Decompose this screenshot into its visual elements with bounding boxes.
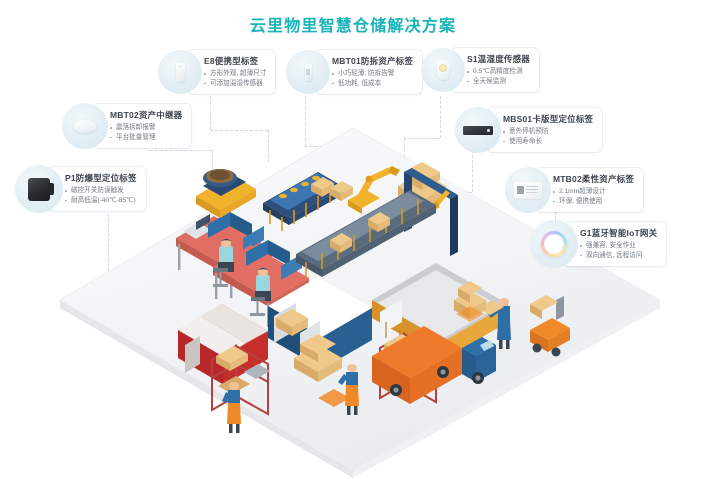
callout-p1[interactable]: P1防爆型定位标签 磁控开关防误触发 耐高低温(-40℃-85℃) (15, 165, 146, 213)
callout-mbt01[interactable]: MBT01防拆资产标签 小巧轻薄; 防拆告警 低功耗, 低成本 (286, 50, 423, 94)
bullet: 震落拆卸报警 (110, 123, 182, 133)
flexible-asset-label-icon (505, 167, 551, 213)
asset-repeater-icon (62, 103, 108, 149)
callout-e8-panel: E8便携型标签 方形外观, 超薄尺寸 可添加温湿传感器 (188, 50, 276, 94)
gateway-glyph (541, 231, 567, 257)
callout-mtb02-panel: MTB02柔性资产标签 2.1mm超薄设计 环保, 便携使用 (537, 168, 644, 212)
callout-s1-bullets: 0.5℃高精度检测 全天候监测 (467, 67, 530, 86)
leader-mbt02-h (150, 150, 212, 151)
callout-g1-bullets: 强兼容, 安全作业 双向通信, 远程访问 (580, 241, 657, 260)
temp-humidity-sensor-icon (421, 48, 465, 92)
sensor-glyph (436, 60, 450, 80)
callout-s1[interactable]: S1温湿度传感器 0.5℃高精度检测 全天候监测 (421, 48, 539, 92)
callout-mbt01-title: MBT01防拆资产标签 (332, 56, 414, 66)
control-room (176, 212, 309, 327)
leader-e8-b (268, 130, 269, 162)
loose-pallets-mid (311, 177, 353, 201)
callout-p1-panel: P1防爆型定位标签 磁控开关防误触发 耐高低温(-40℃-85℃) (49, 167, 146, 211)
callout-mtb02[interactable]: MTB02柔性资产标签 2.1mm超薄设计 环保, 便携使用 (505, 167, 644, 213)
repeater-glyph (74, 119, 96, 133)
floor-markers (318, 306, 484, 407)
pallet-center (276, 309, 342, 382)
callout-g1-title: G1蓝牙智能IoT网关 (580, 228, 658, 238)
operator-1 (213, 238, 234, 287)
bullet: 低功耗, 低成本 (332, 79, 413, 89)
callout-mbt02[interactable]: MBT02资产中继器 震落拆卸报警 平台批量管理 (62, 103, 192, 149)
bullet: 双向通信, 远程访问 (580, 251, 657, 261)
tag-glyph (28, 177, 54, 201)
card-locator-tag-icon (455, 107, 501, 153)
anti-tamper-tag-icon (286, 50, 330, 94)
operator-2 (250, 267, 271, 316)
callout-p1-title: P1防爆型定位标签 (65, 173, 137, 183)
callout-e8-bullets: 方形外观, 超薄尺寸 可添加温湿传感器 (204, 69, 266, 88)
callout-s1-title: S1温湿度传感器 (467, 54, 530, 64)
callout-p1-bullets: 磁控开关防误触发 耐高低温(-40℃-85℃) (65, 186, 137, 205)
card-glyph (463, 125, 493, 135)
leader-e8 (210, 96, 211, 130)
portable-tag-icon (158, 50, 202, 94)
callout-mbt01-bullets: 小巧轻薄; 防拆告警 低功耗, 低成本 (332, 69, 413, 88)
bullet: 2.1mm超薄设计 (553, 187, 634, 197)
bullet: 0.5℃高精度检测 (467, 67, 530, 77)
tag-glyph (304, 63, 312, 81)
leader-s1-h (404, 138, 440, 139)
bullet: 可添加温湿传感器 (204, 79, 266, 89)
callout-mbt01-panel: MBT01防拆资产标签 小巧轻薄; 防拆告警 低功耗, 低成本 (316, 50, 423, 94)
leader-mbt02-v (212, 150, 213, 176)
leader-e8-h (210, 130, 268, 131)
callout-s1-panel: S1温湿度传感器 0.5℃高精度检测 全天候监测 (451, 48, 539, 92)
page-title: 云里物里智慧仓储解决方案 (249, 18, 457, 35)
leader-mbt01 (305, 96, 306, 146)
callout-e8-title: E8便携型标签 (204, 56, 259, 66)
bullet: 强兼容, 安全作业 (580, 241, 657, 251)
leader-s1 (440, 96, 441, 138)
callout-mbt02-bullets: 震落拆卸报警 平台批量管理 (110, 123, 182, 142)
callout-mtb02-bullets: 2.1mm超薄设计 环保, 便携使用 (553, 187, 634, 206)
forklift (530, 295, 570, 357)
conveyor-lower (296, 190, 436, 278)
callout-mbt02-title: MBT02资产中继器 (110, 110, 183, 120)
bullet: 平台批量管理 (110, 133, 182, 143)
callout-g1-panel: G1蓝牙智能IoT网关 强兼容, 安全作业 双向通信, 远程访问 (564, 222, 667, 266)
callout-mbs01-panel: MBS01卡版型定位标签 意外停机预防 使用寿命长 (487, 108, 603, 152)
bullet: 方形外观, 超薄尺寸 (204, 69, 266, 79)
bullet: 耐高低温(-40℃-85℃) (65, 196, 137, 206)
callout-g1[interactable]: G1蓝牙智能IoT网关 强兼容, 安全作业 双向通信, 远程访问 (530, 220, 667, 268)
bullet: 意外停机预防 (503, 127, 593, 137)
callout-mbs01[interactable]: MBS01卡版型定位标签 意外停机预防 使用寿命长 (455, 107, 603, 153)
bullet: 环保, 便携使用 (553, 197, 634, 207)
callout-mbs01-bullets: 意外停机预防 使用寿命长 (503, 127, 593, 146)
bullet: 小巧轻薄; 防拆告警 (332, 69, 413, 79)
label-glyph (514, 181, 542, 199)
bullet: 磁控开关防误触发 (65, 186, 137, 196)
callout-mtb02-title: MTB02柔性资产标签 (553, 174, 635, 184)
tag-glyph (175, 62, 185, 82)
bullet: 全天候监测 (467, 77, 530, 87)
cnc-machine (196, 169, 256, 218)
crates-foreground (454, 281, 486, 319)
worker-center (338, 364, 359, 415)
explosion-proof-tag-icon (15, 165, 63, 213)
bullet: 使用寿命长 (503, 137, 593, 147)
worker-right (478, 298, 511, 349)
bluetooth-gateway-icon (530, 220, 578, 268)
leader-s1-b (404, 138, 405, 168)
callout-mbs01-title: MBS01卡版型定位标签 (503, 114, 594, 124)
robot-arm-left (348, 166, 400, 214)
leader-mbs01-v (472, 150, 473, 192)
callout-mbt02-panel: MBT02资产中继器 震落拆卸报警 平台批量管理 (94, 104, 192, 148)
delivery-truck (372, 326, 496, 404)
callout-e8[interactable]: E8便携型标签 方形外观, 超薄尺寸 可添加温湿传感器 (158, 50, 276, 94)
worker-left (222, 382, 241, 433)
